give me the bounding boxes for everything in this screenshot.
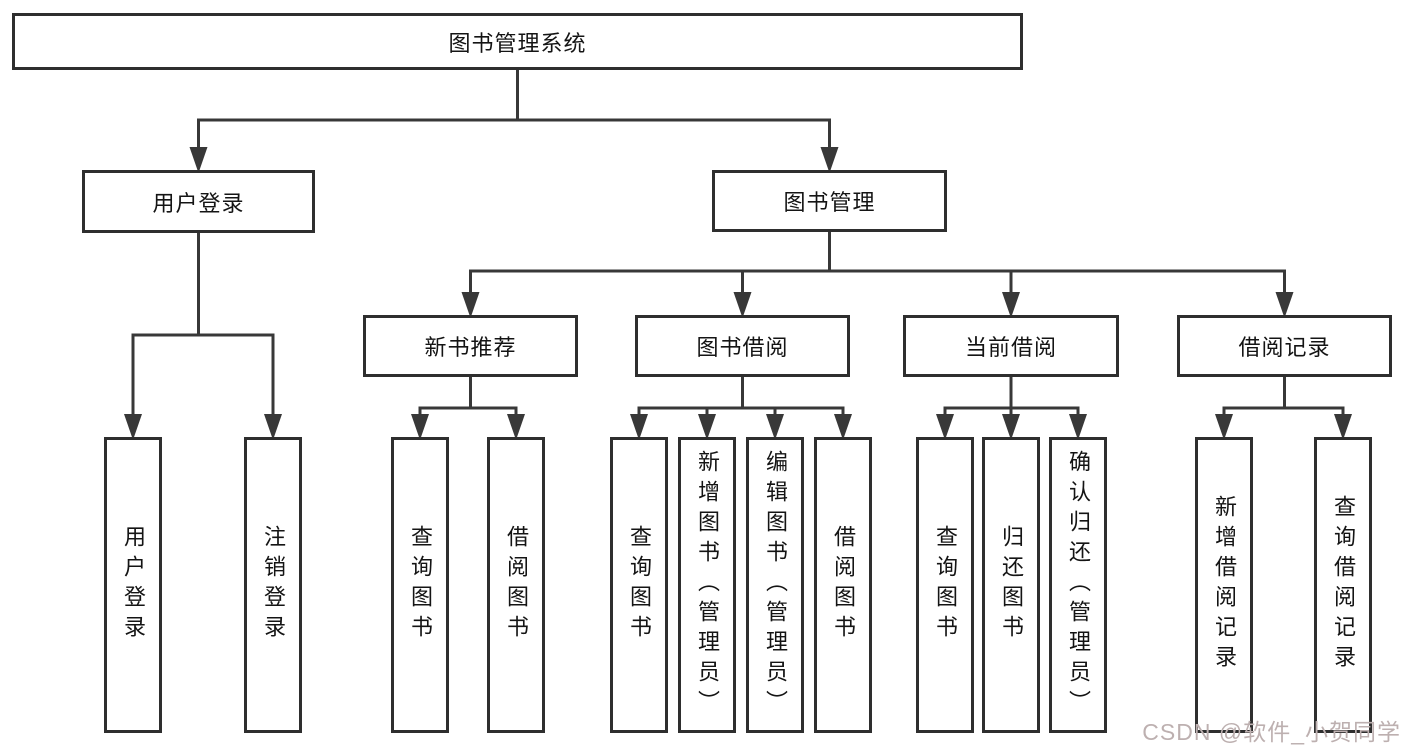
node-label: 归还图书 — [999, 525, 1024, 645]
node-label: 当前借阅 — [964, 335, 1057, 360]
node-label: 用户登录 — [152, 190, 245, 216]
node-borrow-books: 借阅图书 — [814, 437, 872, 733]
node-add-books-admin: 新增图书（管理员） — [678, 437, 736, 733]
node-query-borrow-record: 查询借阅记录 — [1314, 437, 1372, 733]
watermark: CSDN @软件_小贺同学 — [1142, 719, 1401, 745]
node-label: 新增借阅记录 — [1212, 495, 1237, 675]
node-logout: 注销登录 — [244, 437, 302, 733]
node-label: 查询图书 — [933, 525, 958, 645]
node-label: 注销登录 — [261, 525, 286, 645]
node-label: 用户登录 — [121, 525, 146, 645]
node-user-login-module: 用户登录 — [82, 170, 315, 233]
node-book-management: 图书管理 — [712, 170, 947, 232]
node-query-books-current: 查询图书 — [916, 437, 974, 733]
node-label: 确认归还（管理员） — [1066, 450, 1091, 720]
node-label: 编辑图书（管理员） — [763, 450, 788, 720]
node-label: 图书管理 — [783, 190, 876, 215]
node-book-borrowing: 图书借阅 — [635, 315, 850, 377]
node-user-login: 用户登录 — [104, 437, 162, 733]
node-return-books: 归还图书 — [982, 437, 1040, 733]
node-edit-books-admin: 编辑图书（管理员） — [746, 437, 804, 733]
node-label: 新书推荐 — [424, 335, 517, 360]
node-current-borrowing: 当前借阅 — [903, 315, 1119, 377]
node-new-book-recommend: 新书推荐 — [363, 315, 578, 377]
node-borrow-books-recommend: 借阅图书 — [487, 437, 545, 733]
node-library-management-system: 图书管理系统 — [12, 13, 1023, 70]
node-label: 新增图书（管理员） — [695, 450, 720, 720]
node-label: 借阅图书 — [831, 525, 856, 645]
node-label: 借阅图书 — [504, 525, 529, 645]
node-add-borrow-record: 新增借阅记录 — [1195, 437, 1253, 733]
node-confirm-return-admin: 确认归还（管理员） — [1049, 437, 1107, 733]
node-label: 查询借阅记录 — [1331, 495, 1356, 675]
node-borrowing-records: 借阅记录 — [1177, 315, 1392, 377]
node-label: 查询图书 — [408, 525, 433, 645]
node-label: 借阅记录 — [1238, 335, 1331, 360]
node-label: 查询图书 — [627, 525, 652, 645]
node-label: 图书借阅 — [696, 335, 789, 360]
node-label: 图书管理系统 — [448, 30, 587, 56]
node-query-books-recommend: 查询图书 — [391, 437, 449, 733]
node-query-books-borrowing: 查询图书 — [610, 437, 668, 733]
